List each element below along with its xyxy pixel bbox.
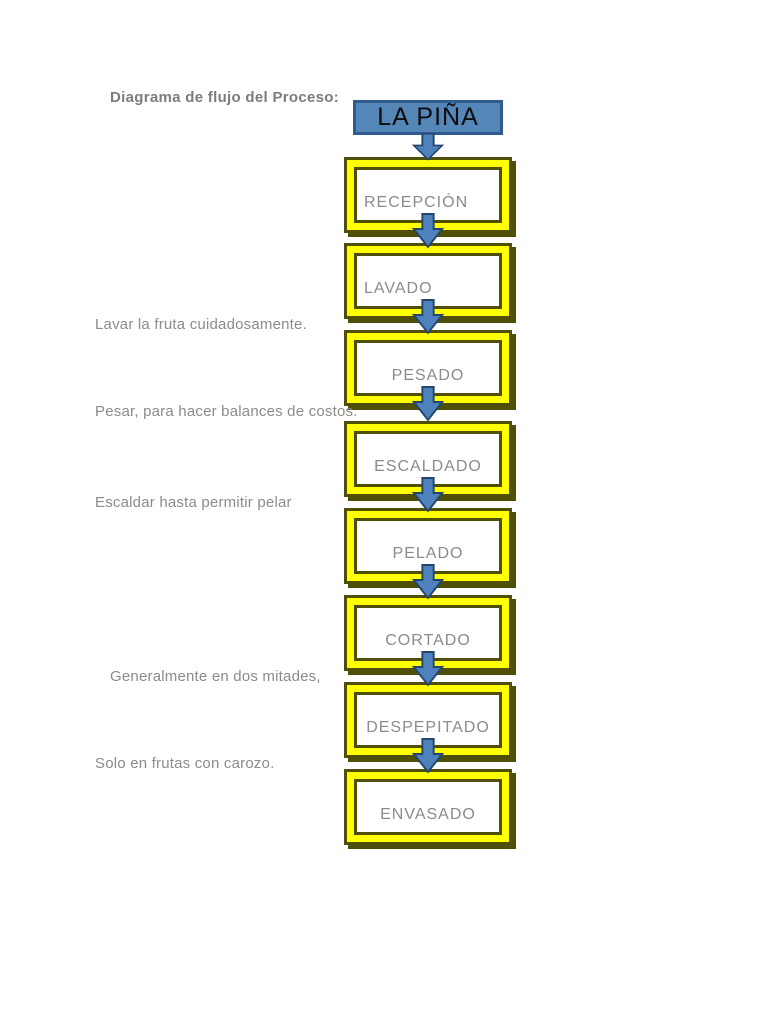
flow-arrow-down-icon [411, 651, 445, 687]
flow-arrow-down-icon [411, 386, 445, 422]
step-annotation: Generalmente en dos mitades, [110, 668, 321, 685]
process-step-label: CORTADO [385, 632, 471, 649]
flow-arrow-down-icon [411, 299, 445, 335]
step-annotation: Lavar la fruta cuidadosamente. [95, 316, 307, 333]
flow-arrow-down-icon [411, 213, 445, 249]
flow-arrow-down-icon [411, 477, 445, 513]
flow-arrow-down-icon [411, 564, 445, 600]
start-node: LA PIÑA [353, 100, 503, 135]
process-step-label: DESPEPITADO [366, 719, 490, 736]
flow-arrow-down-icon [411, 133, 445, 161]
flow-arrow-down-icon [411, 738, 445, 774]
process-step-label: ENVASADO [380, 806, 476, 823]
process-step-label: ESCALDADO [374, 458, 482, 475]
process-step-box: ENVASADO [344, 769, 512, 845]
process-step-label: PELADO [392, 545, 464, 562]
process-step-inner: ENVASADO [354, 779, 502, 835]
page-title: Diagrama de flujo del Proceso: [110, 89, 340, 106]
flowchart: LA PIÑA RECEPCIÓN LAVADO PESADO ESCALDADO PE… [344, 100, 512, 880]
step-annotation: Solo en frutas con carozo. [95, 755, 275, 772]
step-annotation: Escaldar hasta permitir pelar [95, 494, 292, 511]
step-annotation: Pesar, para hacer balances de costos. [95, 403, 358, 420]
process-step-label: RECEPCIÓN [364, 194, 469, 211]
start-node-label: LA PIÑA [377, 103, 479, 131]
process-step-label: LAVADO [364, 280, 433, 297]
process-step-label: PESADO [391, 367, 465, 384]
